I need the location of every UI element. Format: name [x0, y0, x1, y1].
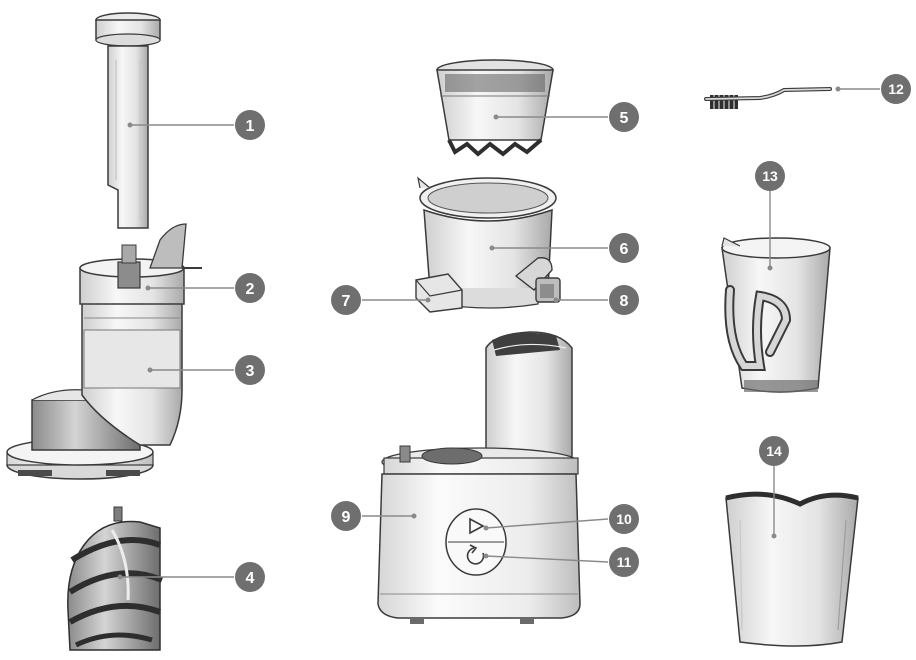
callout-4-dot	[118, 575, 123, 580]
callout-10-dot	[484, 526, 489, 531]
hopper-assembly	[7, 224, 202, 479]
juice-cup-part	[722, 238, 830, 392]
pusher-part	[96, 13, 160, 228]
callout-4: 4	[235, 562, 265, 592]
callout-12: 12	[881, 74, 911, 104]
callout-14: 14	[759, 436, 789, 466]
auger-part	[68, 507, 162, 650]
strainer-part	[437, 60, 553, 154]
callout-11: 11	[609, 547, 639, 577]
callout-10: 10	[609, 504, 639, 534]
callout-11-label: 11	[617, 554, 632, 570]
callout-9-dot	[412, 514, 417, 519]
callout-6: 6	[609, 233, 639, 263]
callout-2-label: 2	[246, 281, 255, 298]
callout-6-label: 6	[620, 241, 629, 258]
callout-5-label: 5	[620, 110, 629, 127]
callout-3-dot	[148, 368, 153, 373]
callout-8-dot	[554, 298, 559, 303]
callout-14-label: 14	[766, 443, 782, 459]
callout-1-dot	[128, 123, 133, 128]
callout-10-label: 10	[616, 511, 632, 527]
callout-1-label: 1	[246, 118, 255, 135]
callout-5-dot	[494, 115, 499, 120]
pulp-cup-part	[726, 494, 858, 646]
callout-2-dot	[146, 286, 151, 291]
callout-12-label: 12	[888, 81, 904, 97]
callout-11-dot	[484, 554, 489, 559]
callout-9: 9	[331, 501, 361, 531]
callout-1: 1	[235, 110, 265, 140]
callout-7: 7	[331, 285, 361, 315]
callout-13: 13	[755, 161, 785, 191]
callout-2: 2	[235, 273, 265, 303]
motor-base-part	[378, 332, 580, 624]
callout-7-dot	[426, 298, 431, 303]
callout-3-label: 3	[246, 363, 255, 380]
juicing-bowl-part	[416, 178, 560, 312]
callout-13-label: 13	[762, 168, 778, 184]
callout-4-label: 4	[246, 570, 255, 587]
callout-12-dot	[836, 87, 841, 92]
callout-13-dot	[768, 266, 773, 271]
callout-7-label: 7	[342, 293, 351, 310]
callout-14-dot	[772, 534, 777, 539]
callout-3: 3	[235, 355, 265, 385]
callout-9-label: 9	[342, 509, 351, 526]
cleaning-brush-part	[706, 89, 830, 109]
callout-8-label: 8	[620, 293, 629, 310]
callout-5: 5	[609, 102, 639, 132]
callout-8: 8	[609, 285, 639, 315]
callout-6-dot	[490, 246, 495, 251]
